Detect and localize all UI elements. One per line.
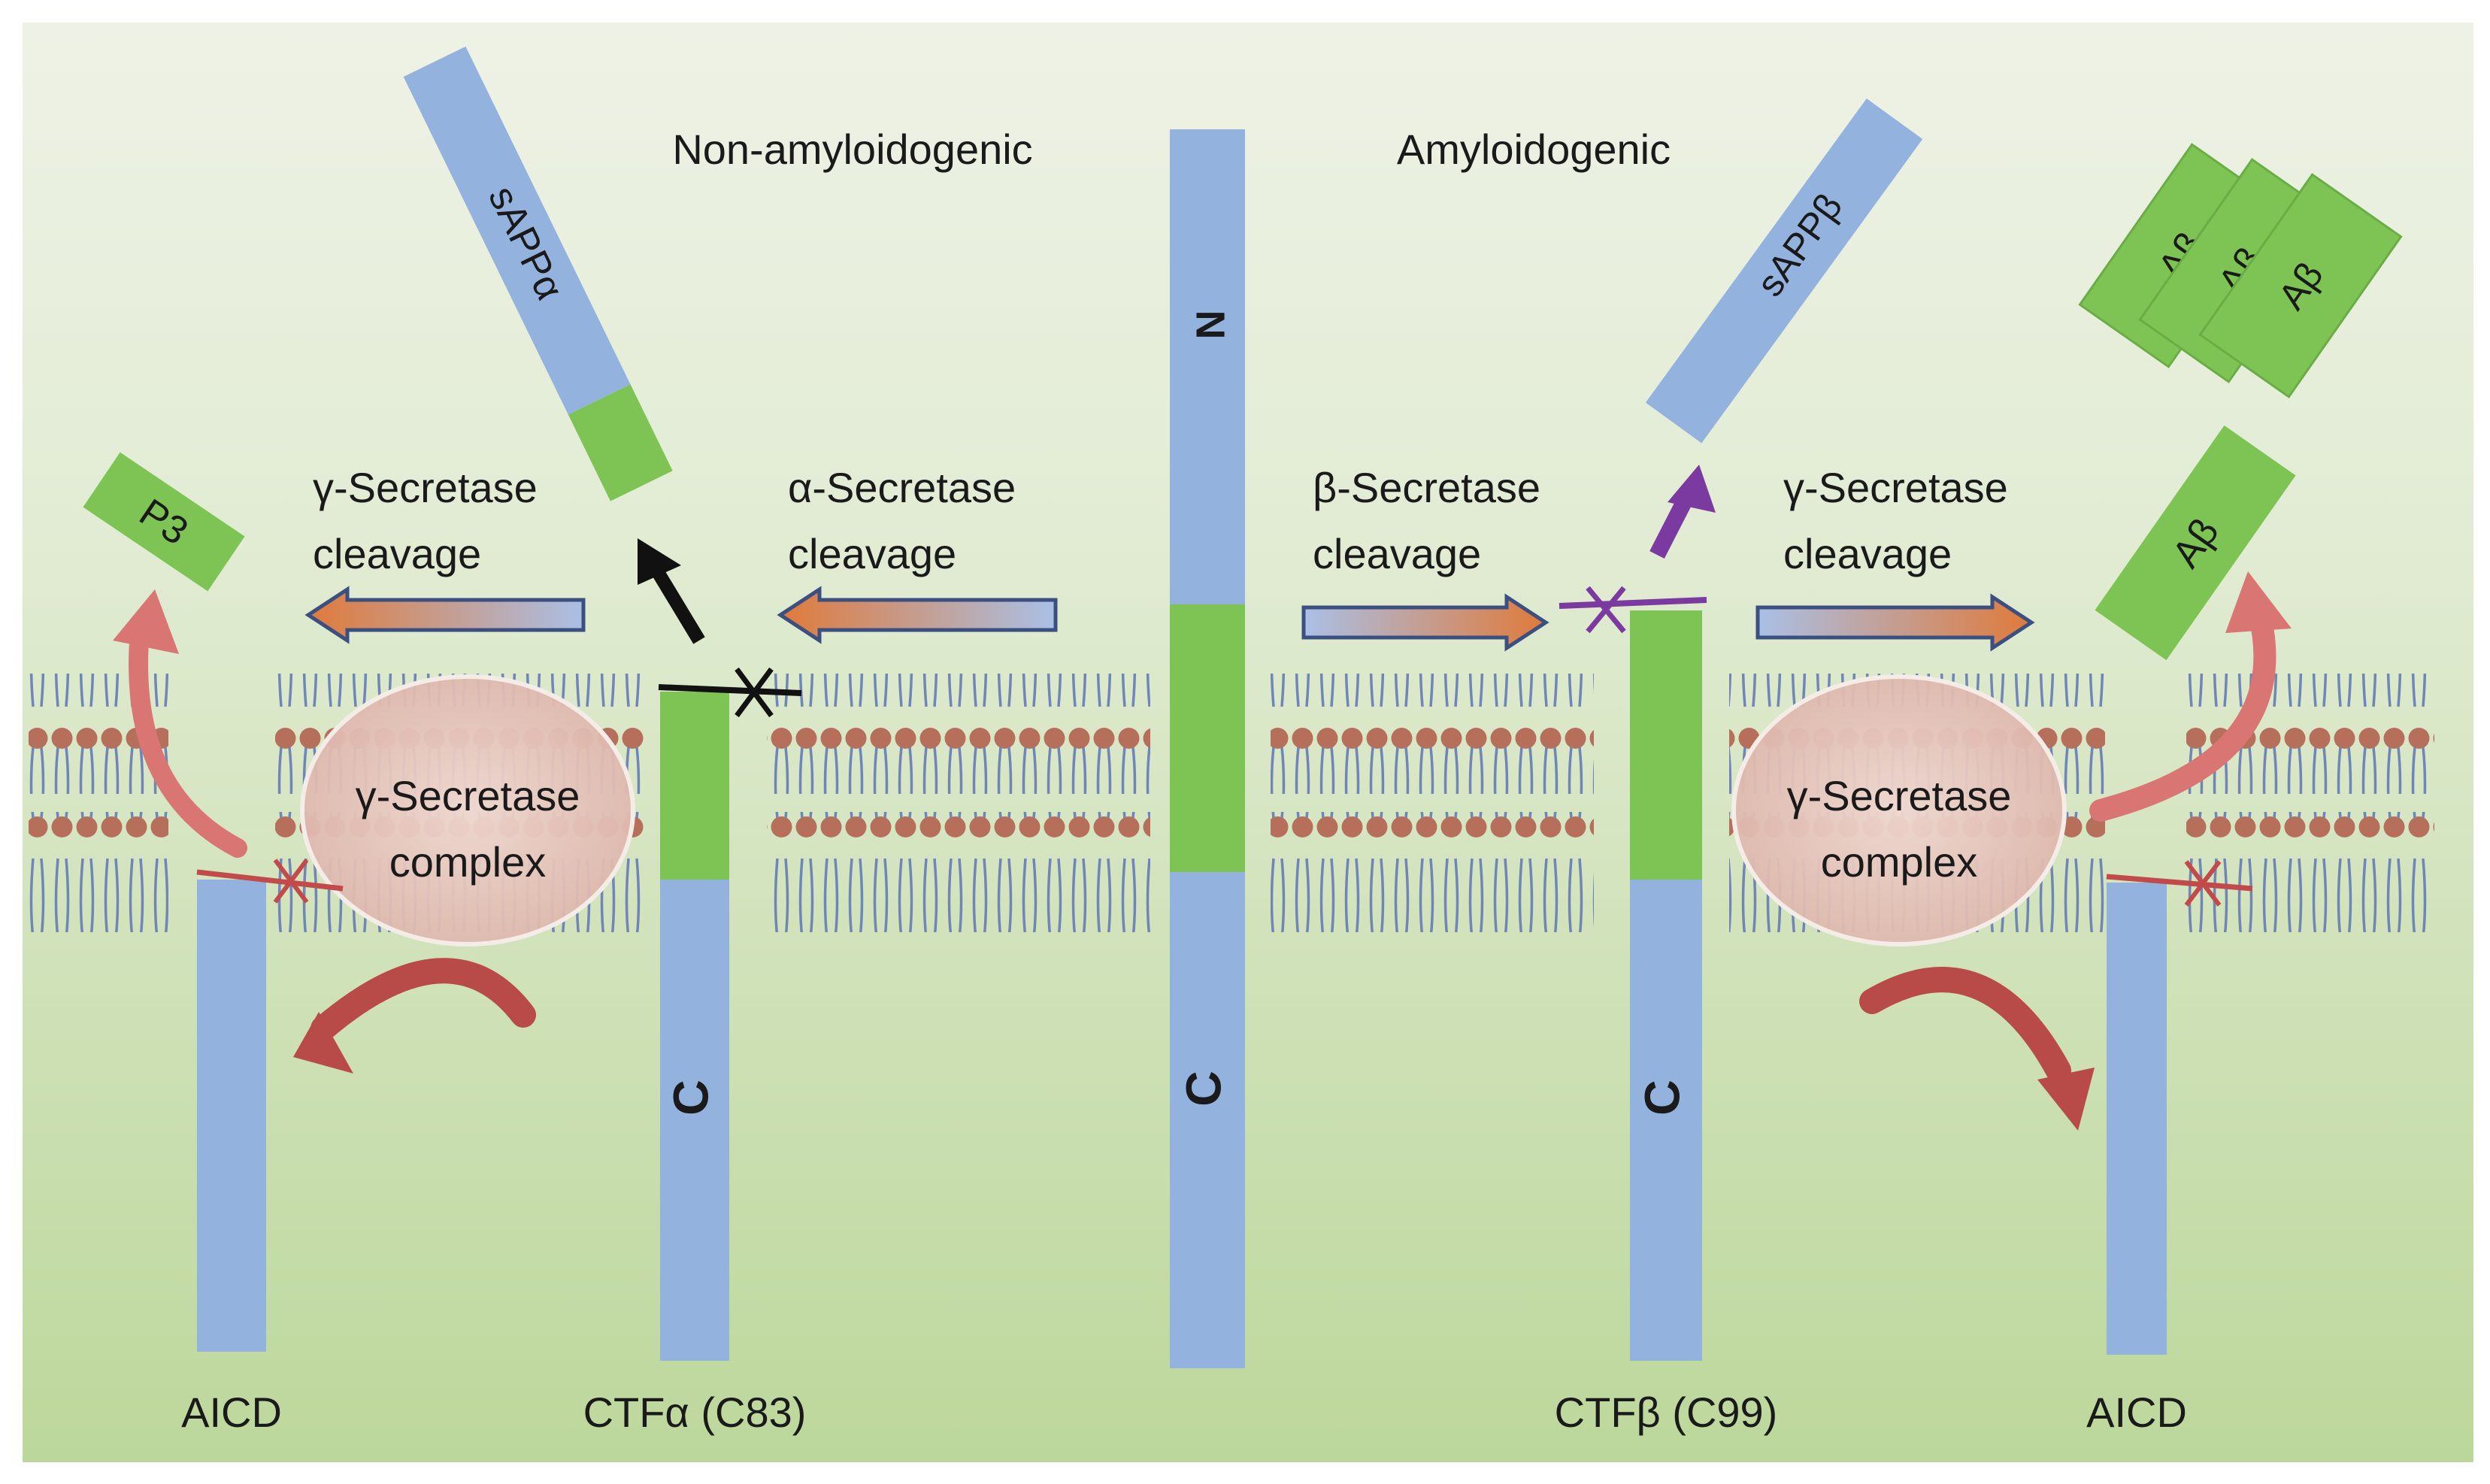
- amyloidogenic-heading: Amyloidogenic: [1397, 126, 1671, 173]
- ctfa-label: CTFα (C83): [583, 1389, 807, 1436]
- gamma-cleavage-cut-mark-right: [2106, 860, 2253, 907]
- c-terminus-label-ctfb: C: [1634, 1080, 1689, 1116]
- complex-title-left: γ-Secretase: [356, 772, 580, 819]
- sappb-release-arrow: [1649, 465, 1716, 559]
- non-amyloidogenic-heading: Non-amyloidogenic: [672, 126, 1032, 173]
- aicd-release-curved-arrow-left: [293, 958, 536, 1074]
- gamma-cleavage-cut-mark-left: [196, 859, 344, 904]
- p3-fragment: P3: [83, 452, 245, 592]
- complex-subtitle-left: complex: [389, 838, 547, 886]
- gamma-secretase-complex-left: [300, 674, 635, 946]
- abeta-monomer: Aβ: [2095, 425, 2296, 661]
- aicd-fragment-right: [2107, 883, 2167, 1355]
- n-terminus-label: N: [1188, 310, 1233, 340]
- aicd-fragment-left: [197, 880, 266, 1352]
- ctf-alpha-fragment: C: [660, 692, 729, 1361]
- beta-cleavage-label: cleavage: [1313, 530, 1481, 577]
- gamma-cleavage-arrow-right: [1755, 593, 2035, 652]
- aicd-release-curved-arrow-right: [1859, 967, 2095, 1131]
- aicd-label-right: AICD: [2086, 1389, 2187, 1436]
- ctf-beta-fragment: C: [1630, 610, 1702, 1361]
- complex-subtitle-right: complex: [1821, 838, 1978, 886]
- alpha-secretase-label: α-Secretase: [788, 464, 1016, 511]
- gamma-cleavage-label-left: cleavage: [313, 530, 481, 577]
- alpha-cleavage-cut-mark: [658, 667, 802, 718]
- full-length-app: N C: [1170, 129, 1245, 1368]
- gamma-cleavage-label-right: cleavage: [1783, 530, 1952, 577]
- gamma-secretase-label-right: γ-Secretase: [1783, 464, 2008, 511]
- c-terminus-label-center: C: [1175, 1071, 1231, 1107]
- beta-cleavage-arrow: [1301, 593, 1549, 652]
- beta-secretase-label: β-Secretase: [1313, 464, 1540, 511]
- gamma-cleavage-arrow-left: [304, 586, 586, 644]
- p3-release-curved-arrow: [113, 589, 247, 858]
- complex-title-right: γ-Secretase: [1787, 772, 2012, 819]
- alpha-cleavage-label: cleavage: [788, 530, 956, 577]
- abeta-oligomer: Aβ Aβ Aβ: [2078, 143, 2403, 398]
- alpha-cleavage-arrow: [777, 586, 1058, 644]
- gamma-secretase-complex-right: [1731, 674, 2067, 946]
- gamma-secretase-label-left: γ-Secretase: [313, 464, 538, 511]
- abeta-release-curved-arrow: [2089, 571, 2292, 822]
- aicd-label-left: AICD: [181, 1389, 282, 1436]
- c-terminus-label-ctfa: C: [662, 1080, 718, 1116]
- beta-cleavage-cut-mark: [1559, 586, 1707, 634]
- sappa-release-arrow: [638, 538, 705, 644]
- ctfb-label: CTFβ (C99): [1555, 1389, 1778, 1436]
